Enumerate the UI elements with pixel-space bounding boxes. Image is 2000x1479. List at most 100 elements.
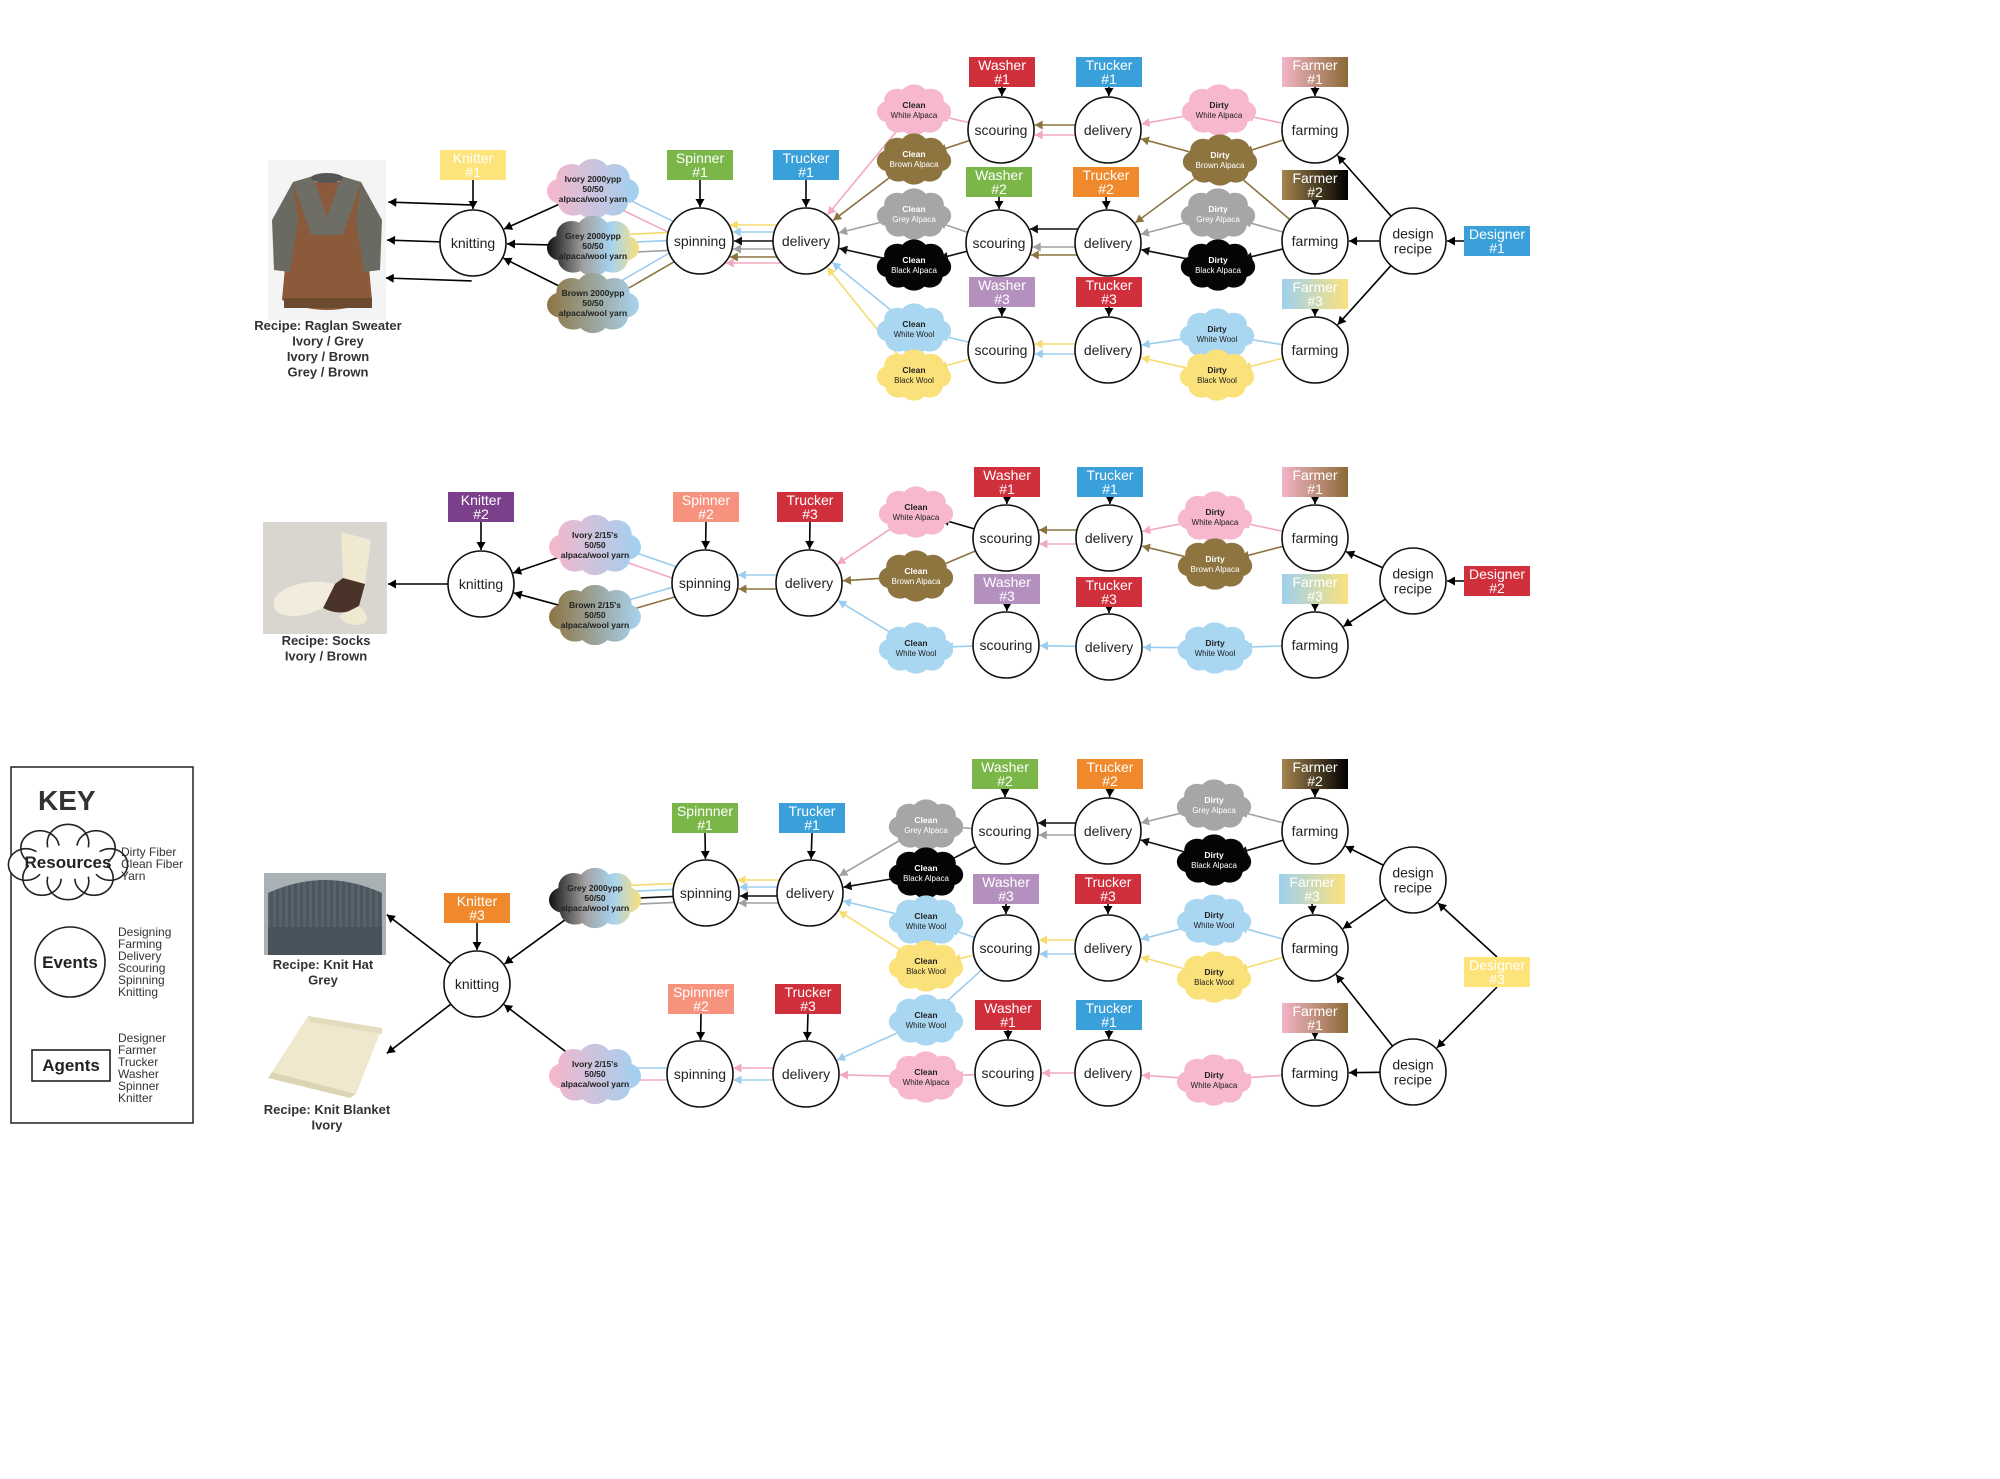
- agent-s3-farmer-2: Farmer#2: [1282, 759, 1348, 789]
- agent-label: Washer: [978, 277, 1026, 293]
- agent-label: #2: [1489, 580, 1505, 596]
- resource-label: Ivory 2/15's: [572, 530, 618, 540]
- agent-label: #3: [469, 907, 485, 923]
- event-s3-delivery-1: delivery: [1074, 1039, 1142, 1107]
- resource-label: 50/50: [584, 1069, 606, 1079]
- resource-label: Brown Alpaca: [1191, 565, 1240, 574]
- agent-label: #3: [994, 291, 1010, 307]
- flow-arrow-24: [1140, 136, 1196, 155]
- resource-label: alpaca/wool yarn: [559, 308, 628, 318]
- agent-s2-farmer-1: Farmer#1: [1282, 467, 1348, 497]
- agent-label: #2: [997, 773, 1013, 789]
- flow-arrow-31: [1034, 120, 1076, 130]
- flow-arrow-65: [385, 273, 472, 283]
- resource-label: White Alpaca: [903, 1078, 950, 1087]
- agent-label: Trucker: [1083, 167, 1130, 183]
- event-s1-scouring-3: scouring: [967, 316, 1035, 384]
- flow-arrow-71: [1002, 495, 1012, 505]
- resource-label: Clean: [914, 1010, 937, 1020]
- agent-s3-trucker-spin-1: Trucker#1: [779, 803, 845, 833]
- flow-arrow-105: [700, 832, 710, 860]
- flow-arrow-113: [696, 1013, 706, 1041]
- flow-arrow-73: [1310, 496, 1320, 504]
- resource-label: Clean: [914, 815, 937, 825]
- knit-hat-photo: [264, 873, 386, 955]
- agent-label: #1: [999, 481, 1015, 497]
- key-agents-item: Trucker: [118, 1055, 158, 1069]
- agent-s1-washer-1: Washer#1: [969, 57, 1035, 87]
- key-agents-item: Knitter: [118, 1091, 153, 1105]
- flow-arrow-156: [733, 1063, 774, 1073]
- agent-label: Trucker: [1087, 467, 1134, 483]
- agent-label: #1: [465, 164, 481, 180]
- resource-label: Clean: [902, 100, 925, 110]
- event-s1-spinning: spinning: [666, 207, 734, 275]
- event-label: scouring: [980, 637, 1033, 653]
- agent-s3-trucker-1: Trucker#1: [1076, 1000, 1142, 1030]
- agent-label: Washer: [983, 467, 1031, 483]
- event-label: scouring: [975, 122, 1028, 138]
- agent-s3-designer: Designer#3: [1464, 957, 1530, 987]
- event-s3-knitting: knitting: [443, 950, 511, 1018]
- flow-arrow-135: [1038, 818, 1076, 828]
- agent-label: #2: [1102, 773, 1118, 789]
- agent-label: Trucker: [1085, 874, 1132, 890]
- flow-arrow-120: [1345, 845, 1384, 866]
- agent-s1-farmer-1: Farmer#1: [1282, 57, 1348, 87]
- event-s3-scouring-1: scouring: [974, 1039, 1042, 1107]
- event-label: scouring: [982, 1065, 1035, 1081]
- event-s3-delivery-spin-1: delivery: [776, 859, 844, 927]
- key-events-item: Spinning: [118, 973, 165, 987]
- agent-label: Farmer: [1292, 57, 1337, 73]
- flow-arrow-4: [1104, 86, 1114, 97]
- event-label: delivery: [782, 1066, 830, 1082]
- resource-label: White Wool: [1195, 649, 1236, 658]
- agent-label: #2: [1098, 181, 1114, 197]
- event-label: scouring: [973, 235, 1026, 251]
- event-label: recipe: [1394, 241, 1432, 257]
- agent-label: Spinnner: [673, 984, 729, 1000]
- event-label: recipe: [1394, 880, 1432, 896]
- resource-label: White Wool: [896, 649, 937, 658]
- event-s1-scouring-2: scouring: [965, 209, 1033, 277]
- flow-arrow-87: [1039, 525, 1077, 535]
- flow-arrow-112: [1307, 903, 1317, 915]
- agent-label: Washer: [983, 574, 1031, 590]
- agent-label: #1: [994, 71, 1010, 87]
- flow-arrow-149: [836, 1028, 906, 1061]
- socks-photo: [263, 522, 387, 634]
- resource-label: Clean: [902, 319, 925, 329]
- agent-label: #1: [1000, 1014, 1016, 1030]
- flow-arrow-115: [1003, 1030, 1013, 1039]
- event-label: design: [1392, 865, 1433, 881]
- agent-s1-washer-3: Washer#3: [969, 277, 1035, 307]
- key-events-item: Farming: [118, 937, 162, 951]
- agent-label: Farmer: [1292, 467, 1337, 483]
- resource-label: Dirty: [1209, 100, 1229, 110]
- resource-label: 50/50: [584, 893, 606, 903]
- caption-line: Recipe: Knit Hat: [273, 957, 374, 972]
- agent-label: #3: [1307, 293, 1323, 309]
- flow-arrow-70: [805, 521, 815, 550]
- agent-label: #1: [1102, 481, 1118, 497]
- resource-label: Dirty: [1204, 910, 1224, 920]
- agent-label: Trucker: [1086, 577, 1133, 593]
- resource-label: Dirty: [1204, 1070, 1224, 1080]
- resource-label: Dirty: [1207, 324, 1227, 334]
- flow-arrow-88: [1039, 641, 1077, 651]
- caption-line: Ivory / Brown: [285, 649, 367, 664]
- resource-label: Dirty: [1210, 150, 1230, 160]
- agent-label: Trucker: [785, 984, 832, 1000]
